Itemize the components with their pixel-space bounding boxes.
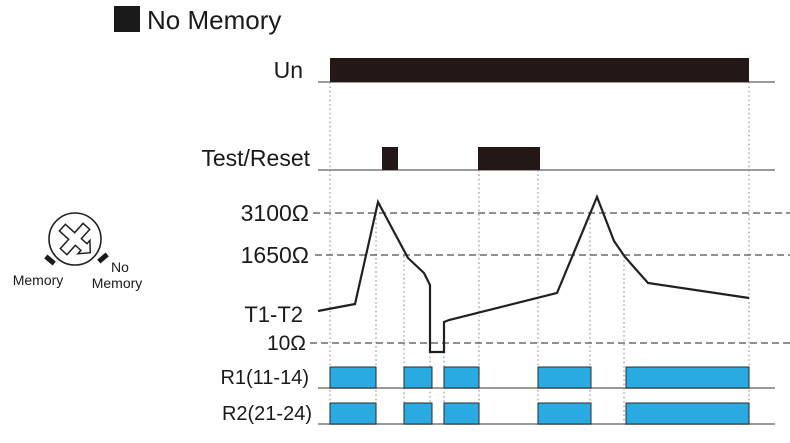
rotary-selector-icon: Memory No Memory — [13, 212, 143, 291]
rotary-dial-circle — [48, 212, 102, 266]
r1-energized-bar — [443, 366, 480, 389]
un-layer — [330, 58, 749, 82]
threshold-3100-label: 3100Ω — [241, 200, 309, 226]
r2-energized-bar — [537, 402, 592, 425]
threshold-lines-layer — [310, 212, 790, 344]
r1-energized-bar — [403, 366, 433, 389]
figure-title: No Memory — [147, 5, 281, 35]
test-reset-pulse — [478, 147, 540, 170]
r1-layer — [329, 366, 750, 389]
r2-layer — [329, 402, 750, 425]
rotary-right-position-mark — [97, 252, 109, 264]
threshold-1650-label: 1650Ω — [241, 242, 309, 268]
threshold-10-label: 10Ω — [267, 332, 306, 355]
curve-layer — [317, 194, 750, 354]
title-square-icon — [114, 6, 140, 32]
r2-energized-bar — [403, 402, 433, 425]
un-supply-bar — [330, 58, 749, 82]
r1-energized-bar — [329, 366, 377, 389]
relay1-label: R1(11-14) — [220, 367, 309, 389]
test-reset-label: Test/Reset — [201, 145, 310, 171]
rotary-no-memory-label-line1: No — [111, 259, 129, 275]
r1-energized-bar — [625, 366, 750, 389]
r2-energized-bar — [443, 402, 480, 425]
r2-energized-bar — [625, 402, 750, 425]
rotary-cross-arrow-icon — [58, 222, 92, 256]
t1-t2-label: T1-T2 — [244, 302, 303, 327]
rotary-memory-label: Memory — [13, 272, 64, 288]
test-layer — [382, 147, 540, 170]
r2-energized-bar — [329, 402, 377, 425]
relay2-label: R2(21-24) — [222, 403, 312, 425]
rotary-no-memory-label-line2: Memory — [92, 275, 143, 291]
test-reset-pulse — [382, 147, 398, 170]
un-label: Un — [274, 57, 303, 83]
rotary-left-position-mark — [44, 254, 56, 266]
r1-energized-bar — [537, 366, 592, 389]
t1-t2-resistance-curve — [317, 194, 750, 354]
